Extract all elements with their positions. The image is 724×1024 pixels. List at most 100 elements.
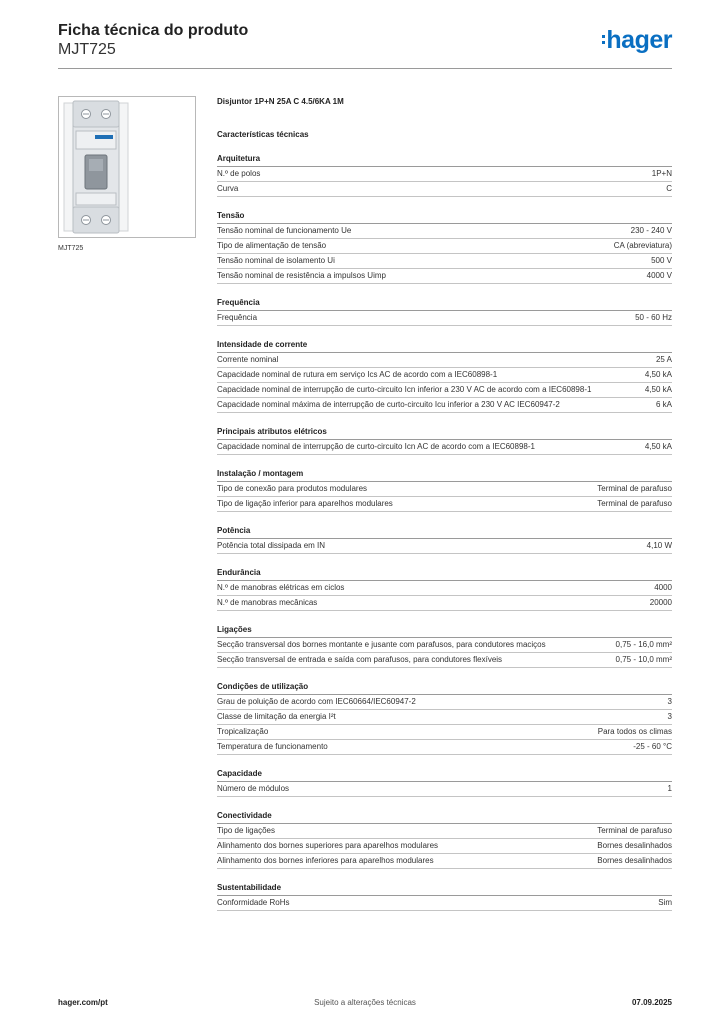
spec-row: Temperatura de funcionamento-25 - 60 °C [217,740,672,755]
spec-value: 0,75 - 10,0 mm² [615,655,672,664]
circuit-breaker-icon [63,100,129,234]
spec-label: Tensão nominal de resistência a impulsos… [217,271,386,280]
spec-row: Capacidade nominal de interrupção de cur… [217,383,672,398]
spec-label: Alinhamento dos bornes inferiores para a… [217,856,434,865]
spec-label: Corrente nominal [217,355,279,364]
spec-value: 50 - 60 Hz [635,313,672,322]
spec-label: Capacidade nominal de interrupção de cur… [217,385,592,394]
spec-value: CA (abreviatura) [613,241,672,250]
hager-logo: hager [602,26,672,54]
section-title: Condições de utilização [217,681,672,695]
spec-value: 1 [667,784,672,793]
spec-value: C [666,184,672,193]
spec-label: N.º de manobras mecânicas [217,598,318,607]
spec-row: Secção transversal de entrada e saída co… [217,653,672,668]
spec-label: Tensão nominal de funcionamento Ue [217,226,352,235]
spec-value: 4,50 kA [644,370,672,379]
logo-text: hager [606,26,672,54]
spec-label: Classe de limitação da energia I²t [217,712,336,721]
spec-value: 20000 [649,598,672,607]
spec-row: Alinhamento dos bornes superiores para a… [217,839,672,854]
spec-value: -25 - 60 °C [633,742,672,751]
spec-label: N.º de polos [217,169,261,178]
spec-value: 0,75 - 16,0 mm² [615,640,672,649]
technical-heading: Características técnicas [217,130,309,139]
spec-row: Curva C [217,182,672,197]
section-title: Tensão [217,210,672,224]
spec-row: Capacidade nominal máxima de interrupção… [217,398,672,413]
spec-row: Alinhamento dos bornes inferiores para a… [217,854,672,869]
spec-value: 230 - 240 V [630,226,672,235]
spec-label: Curva [217,184,239,193]
spec-row: Conformidade RoHs Sim [217,896,672,911]
spec-label: Conformidade RoHs [217,898,290,907]
spec-label: Tipo de ligação inferior para aparelhos … [217,499,393,508]
section-title: Arquitetura [217,153,672,167]
spec-value: 4,50 kA [644,442,672,451]
spec-label: Tensão nominal de isolamento Ui [217,256,335,265]
header-divider [58,68,672,69]
spec-row: Tensão nominal de funcionamento Ue 230 - … [217,224,672,239]
spec-row: Grau de poluição de acordo com IEC60664/… [217,695,672,710]
spec-label: Secção transversal de entrada e saída co… [217,655,503,664]
spec-content: Disjuntor 1P+N 25A C 4.5/6KA 1M Caracter… [217,97,672,924]
section-title: Capacidade [217,768,672,782]
spec-row: Frequência 50 - 60 Hz [217,311,672,326]
spec-label: Capacidade nominal máxima de interrupção… [217,400,560,409]
spec-label: Capacidade nominal de interrupção de cur… [217,442,535,451]
spec-label: Grau de poluição de acordo com IEC60664/… [217,697,416,706]
spec-value: 4,50 kA [644,385,672,394]
footer-website-link[interactable]: hager.com/pt [58,998,108,1007]
spec-label: Frequência [217,313,258,322]
section-title: Frequência [217,297,672,311]
spec-value: 4,10 W [646,541,672,550]
spec-value: 4000 V [646,271,672,280]
spec-row: Capacidade nominal de interrupção de cur… [217,440,672,455]
spec-row: Tensão nominal de resistência a impulsos… [217,269,672,284]
spec-label: Potência total dissipada em IN [217,541,326,550]
spec-label: N.º de manobras elétricas em ciclos [217,583,345,592]
spec-value: 500 V [651,256,672,265]
spec-row: N.º de manobras mecânicas 20000 [217,596,672,611]
spec-row: Capacidade nominal de rutura em serviço … [217,368,672,383]
page-title: Ficha técnica do produto [58,22,249,39]
spec-row: Potência total dissipada em IN 4,10 W [217,539,672,554]
spec-value: Bornes desalinhados [597,841,672,850]
spec-value: 6 kA [655,400,672,409]
footer-date: 07.09.2025 [631,998,672,1007]
footer-note: Sujeito a alterações técnicas [314,998,416,1007]
spec-value: Sim [658,898,672,907]
spec-label: Tipo de alimentação de tensão [217,241,327,250]
spec-label: Secção transversal dos bornes montante e… [217,640,546,649]
spec-value: Terminal de parafuso [597,484,672,493]
product-code: MJT725 [58,41,116,58]
section-title: Conectividade [217,810,672,824]
spec-label: Alinhamento dos bornes superiores para a… [217,841,439,850]
section-title: Sustentabilidade [217,882,672,896]
logo-dots-icon [602,35,606,47]
page-header: Ficha técnica do produto MJT725 hager [58,22,672,59]
product-image [58,96,196,238]
spec-value: Terminal de parafuso [597,826,672,835]
spec-label: Tropicalização [217,727,269,736]
spec-value: Bornes desalinhados [597,856,672,865]
spec-row: Tipo de ligação inferior para aparelhos … [217,497,672,512]
spec-value: 4000 [654,583,672,592]
